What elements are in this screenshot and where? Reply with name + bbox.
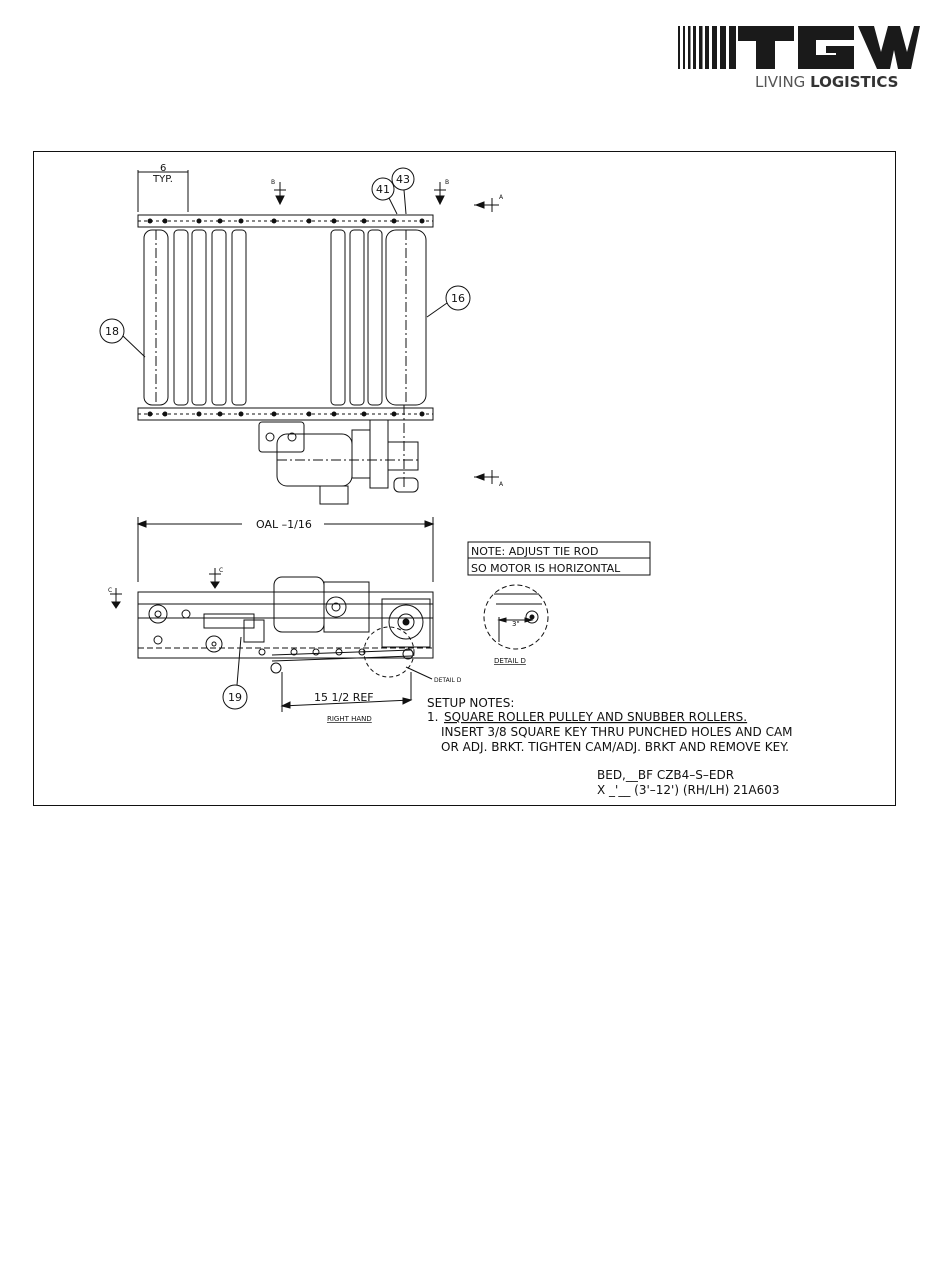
detail-d-circle (363, 626, 415, 678)
drive-pulley-side (381, 598, 431, 648)
section-c-label-left: C (108, 587, 112, 594)
logo-stripes (678, 26, 736, 69)
balloon-16-label: 16 (451, 292, 465, 305)
balloon-41-label: 41 (376, 183, 390, 196)
tgw-logo: LIVING LOGISTICS (678, 26, 920, 90)
section-a-label-top: A (499, 194, 504, 201)
note-line-2: SO MOTOR IS HORIZONTAL (471, 562, 621, 575)
rollers-right-group (330, 229, 383, 406)
detail-d-view (483, 584, 549, 650)
setup-line-3: OR ADJ. BRKT. TIGHTEN CAM/ADJ. BRKT AND … (441, 740, 789, 754)
dim-oal (136, 517, 435, 582)
setup-item-number: 1. (427, 710, 438, 724)
logo-tagline: LIVING LOGISTICS (755, 73, 898, 90)
dim-spacing-value: 6 (160, 163, 166, 174)
side-frame (137, 591, 434, 659)
detail-d-dimension: 3" (512, 620, 520, 628)
balloon-43-label: 43 (396, 173, 410, 186)
section-b-marker-left (274, 182, 286, 206)
section-c-label-mid: C (219, 567, 223, 574)
note-line-1: NOTE: ADJUST TIE ROD (471, 545, 598, 558)
balloon-19-label: 19 (228, 691, 242, 704)
detail-d-callout: DETAIL D (434, 677, 462, 684)
dim-ref (280, 672, 413, 712)
top-view: 6 TYP. B B A A (99, 163, 504, 505)
section-c-marker-mid (209, 568, 221, 589)
section-b-label-right: B (445, 179, 449, 186)
dim-spacing (137, 170, 189, 212)
section-a-marker-bottom (474, 470, 499, 484)
side-view: OAL –1/16 C C (108, 517, 462, 723)
tie-rod (258, 648, 414, 674)
balloon-19 (222, 636, 248, 710)
right-hand-label: RIGHT HAND (327, 715, 372, 723)
part-description-line-2: X _'__ (3'–12') (RH/LH) 21A603 (597, 783, 780, 797)
section-b-label-left: B (271, 179, 275, 186)
dim-ref-label: 15 1/2 REF (314, 691, 374, 704)
conveyor-drawing: 6 TYP. B B A A (99, 163, 793, 797)
section-b-marker-right (434, 182, 446, 206)
balloon-18-label: 18 (105, 325, 119, 338)
logo-letters (738, 26, 920, 69)
balloon-41 (371, 177, 398, 215)
drawing-frame: 6 TYP. B B A A (33, 151, 896, 806)
detail-d-label: DETAIL D (494, 657, 526, 665)
section-a-label-bottom: A (499, 481, 504, 488)
balloon-18 (99, 318, 146, 358)
section-c-marker-left (110, 588, 122, 609)
setup-line-2: INSERT 3/8 SQUARE KEY THRU PUNCHED HOLES… (441, 725, 793, 739)
setup-notes-title: SETUP NOTES: (427, 696, 514, 710)
section-a-marker-top (474, 198, 499, 212)
dim-typ-label: TYP. (152, 174, 173, 185)
balloon-16 (426, 285, 471, 318)
part-description-line-1: BED,__BF CZB4–S–EDR (597, 768, 734, 782)
motor-side (243, 576, 370, 643)
motor-assembly-top (258, 405, 419, 505)
rollers-left-group (173, 229, 247, 406)
dim-oal-label: OAL –1/16 (256, 518, 312, 531)
setup-item-heading: SQUARE ROLLER PULLEY AND SNUBBER ROLLERS… (444, 710, 747, 724)
balloon-43 (391, 167, 415, 215)
